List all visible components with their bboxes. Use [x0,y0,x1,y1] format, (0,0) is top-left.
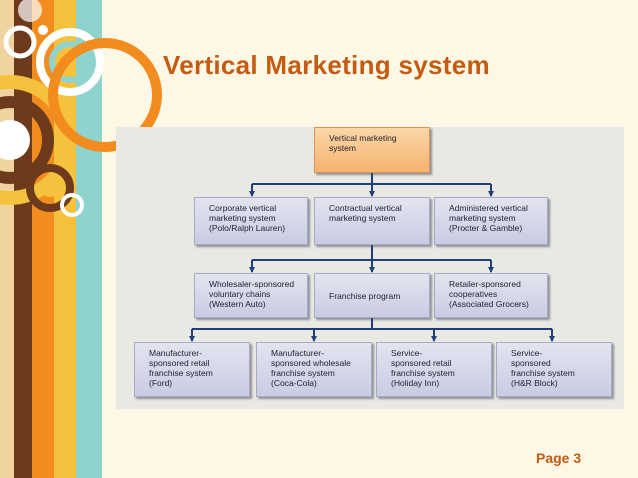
node-vertical-marketing-system: Vertical marketing system [314,127,430,173]
decorative-circles [0,0,162,217]
stripe-brown [14,0,32,478]
node-service-franchise: Service- sponsored franchise system (H&R… [496,342,612,397]
node-manufacturer-retail-franchise: Manufacturer- sponsored retail franchise… [134,342,250,397]
node-retailer-sponsored: Retailer-sponsored cooperatives (Associa… [434,273,548,318]
node-contractual-vms: Contractual vertical marketing system [314,197,430,245]
page-number: Page 3 [536,450,582,466]
node-corporate-vms: Corporate vertical marketing system (Pol… [194,197,308,245]
node-service-retail-franchise: Service- sponsored retail franchise syst… [376,342,492,397]
diagram-connectors [189,173,555,342]
node-administered-vms: Administered vertical marketing system (… [434,197,548,245]
stripe-cream [0,0,14,478]
node-manufacturer-wholesale-franchise: Manufacturer- sponsored wholesale franch… [256,342,372,397]
slide-title: Vertical Marketing system [163,50,490,80]
node-franchise-program: Franchise program [314,273,430,318]
vms-diagram: Vertical marketing system Corporate vert… [116,127,624,409]
node-wholesaler-sponsored: Wholesaler-sponsored voluntary chains (W… [194,273,308,318]
